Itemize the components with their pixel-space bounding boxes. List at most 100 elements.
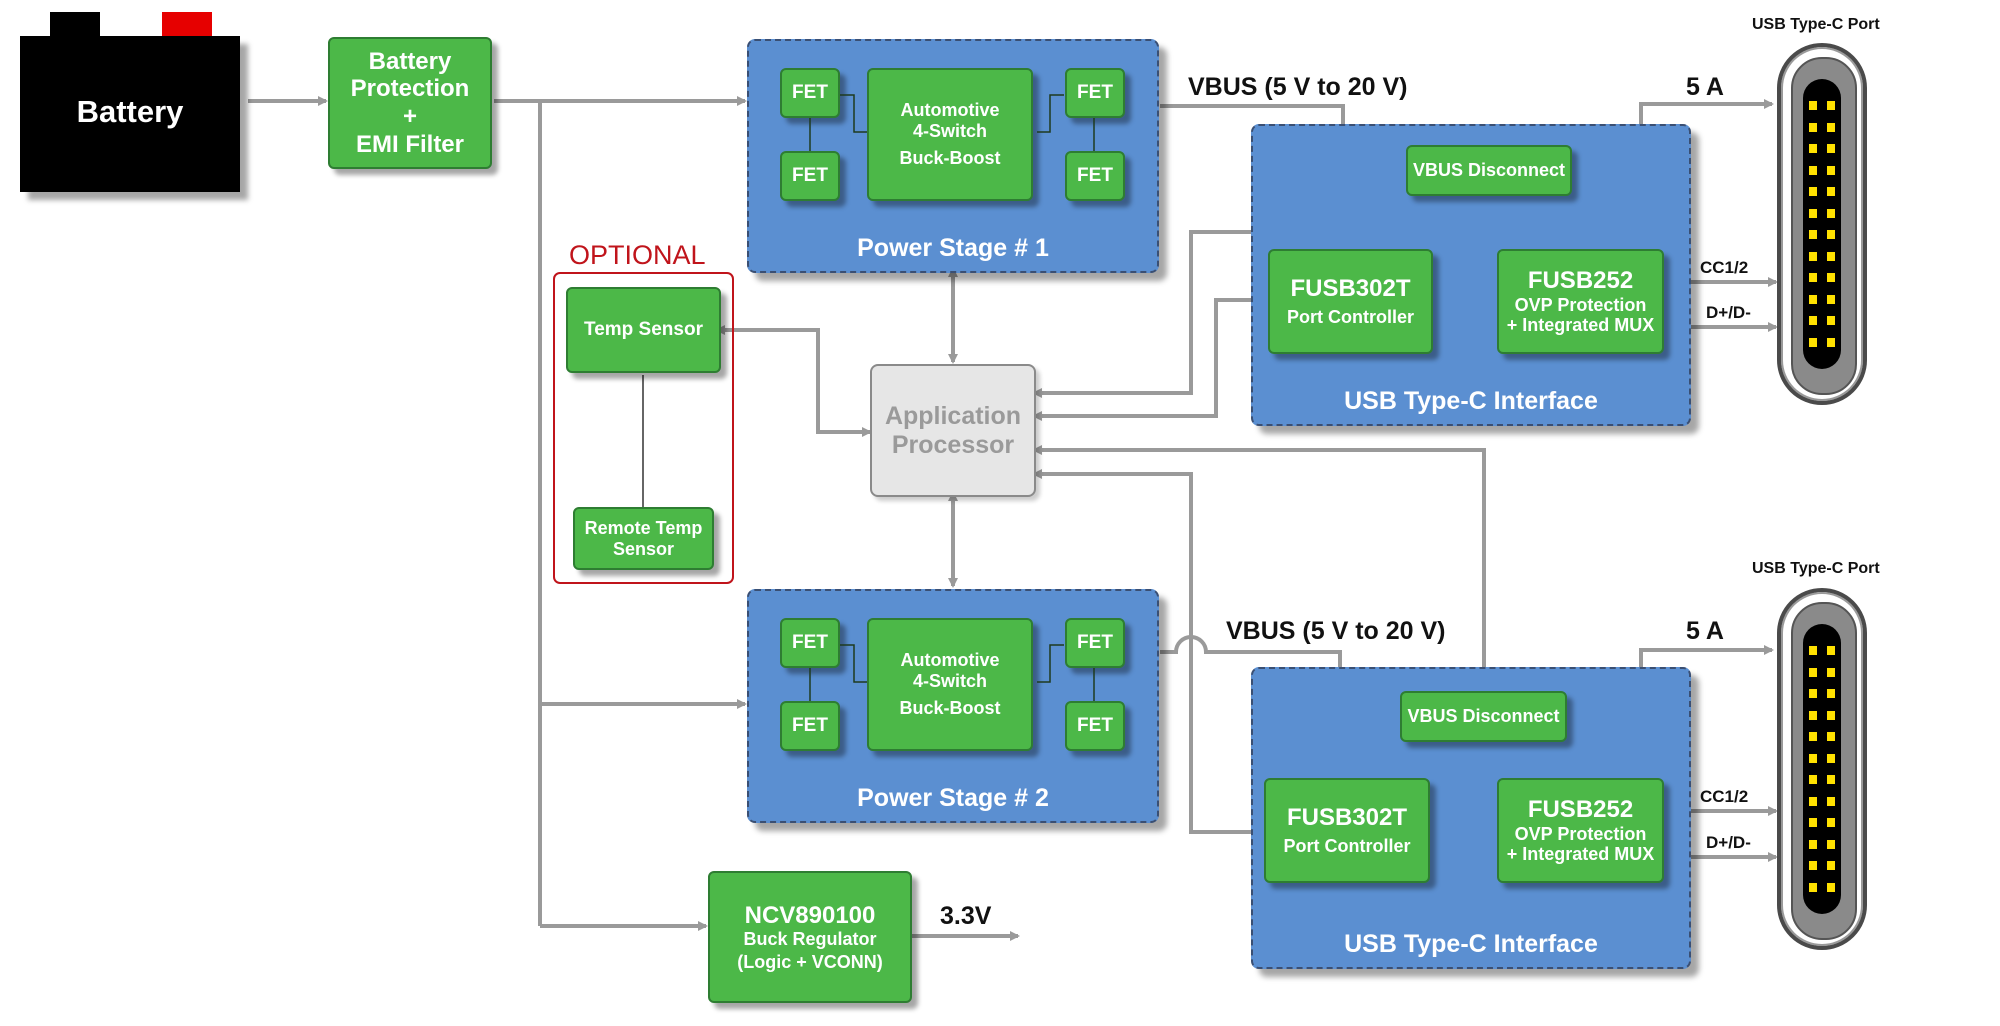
fet-label: FET [792,715,828,737]
usb-pin [1827,251,1835,261]
power-stage-1-label: Power Stage # 1 [857,234,1049,262]
ncv-sub1: Buck Regulator [743,929,877,950]
fet-label: FET [1077,632,1113,654]
usb-pin [1809,208,1817,218]
fusb302-sub: Port Controller [1283,835,1411,856]
usb-typec-port-2 [1777,588,1867,950]
usb-pin [1809,861,1817,870]
fusb252-title: FUSB252 [1527,267,1634,295]
usb-pin [1827,753,1835,763]
temp-sensor: Temp Sensor [566,287,721,373]
buck-boost-line2: 4-Switch [912,121,987,142]
usb-pin [1809,337,1817,347]
usb1-dd-label: D+/D- [1706,303,1751,322]
vbus-disconnect-label: VBUS Disconnect [1412,160,1566,181]
stage1-fet-top-left: FET [780,68,840,118]
usb-pin [1827,839,1835,849]
usb1-current-label: 5 A [1686,73,1724,101]
usb-pin [1827,689,1835,698]
usb1-port-label: USB Type-C Port [1752,16,1880,33]
power-stage-2-label: Power Stage # 2 [857,784,1049,812]
usb-pin [1827,796,1835,806]
usb-pin [1809,101,1817,110]
usb-pin [1827,230,1835,239]
usb-pin [1827,861,1835,870]
port-tongue [1803,624,1841,914]
usb-pin [1809,294,1817,304]
port-shell [1791,602,1857,940]
stage2-fet-top-left: FET [780,618,840,668]
usb-pin [1827,208,1835,218]
remote-temp-sensor: Remote Temp Sensor [573,507,714,570]
usb-pin [1809,689,1817,698]
bat-prot-line3: + [402,103,417,130]
fusb302-sub: Port Controller [1286,306,1414,327]
remote-temp-line2: Sensor [612,538,675,559]
buck-boost-line3: Buck-Boost [899,697,1001,718]
fusb252-sub1: OVP Protection [1514,823,1647,844]
usb-pin [1827,337,1835,347]
optional-frame [553,272,734,584]
vbus-disconnect-label: VBUS Disconnect [1407,706,1560,727]
battery-label: Battery [76,94,184,129]
battery-terminal-positive [162,12,212,36]
ncv-title: NCV890100 [744,901,876,929]
optional-label: OPTIONAL [569,240,706,270]
usb-pin [1809,273,1817,282]
usb-pin [1827,273,1835,282]
bat-prot-line2: Protection [350,75,470,103]
usb2-cc-label: CC1/2 [1700,787,1749,806]
usb1-fusb302t: FUSB302T Port Controller [1268,249,1433,354]
stage1-fet-bottom-right: FET [1065,151,1125,201]
usb-pin [1827,882,1835,892]
usb-pin [1809,122,1817,132]
fet-label: FET [792,82,828,104]
usb-pin [1827,101,1835,110]
usb-pin [1827,144,1835,153]
usb-pin [1827,294,1835,304]
usb2-fusb252: FUSB252 OVP Protection + Integrated MUX [1497,778,1664,883]
stage2-fet-bottom-left: FET [780,701,840,751]
battery: Battery [20,12,240,192]
usb-pin [1827,775,1835,784]
bat-prot-line1: Battery [368,47,452,75]
fusb302-title: FUSB302T [1286,804,1408,832]
usb-pin [1827,122,1835,132]
application-processor: Application Processor [870,364,1036,497]
fet-label: FET [792,632,828,654]
usb2-vbus-disconnect: VBUS Disconnect [1400,691,1567,742]
ncv890100-buck-regulator: NCV890100 Buck Regulator (Logic + VCONN) [708,871,912,1003]
port-shell [1791,57,1857,395]
usb-pin [1809,165,1817,175]
fusb302-title: FUSB302T [1290,275,1411,303]
usb1-cc-label: CC1/2 [1700,258,1749,277]
usb2-port-label: USB Type-C Port [1752,560,1880,577]
usb1-interface-label: USB Type-C Interface [1344,387,1598,415]
usb-pin [1809,144,1817,153]
usb2-vbus-label: VBUS (5 V to 20 V) [1226,617,1446,645]
usb-pin [1809,839,1817,849]
usb-pin [1827,165,1835,175]
buck-boost-line1: Automotive [900,650,1000,671]
usb-typec-port-1 [1777,43,1867,405]
wire-app-fusb302-1 [1032,295,1268,421]
stage1-buck-boost: Automotive 4-Switch Buck-Boost [867,68,1033,201]
usb2-dd-label: D+/D- [1706,833,1751,852]
usb-pin [1809,775,1817,784]
wire-app-fusb302-2 [1032,469,1264,837]
usb-pin [1809,732,1817,741]
buck-boost-line2: 4-Switch [912,671,987,692]
stage1-fet-bottom-left: FET [780,151,840,201]
fusb252-sub2: + Integrated MUX [1506,315,1655,336]
usb-pin [1809,818,1817,827]
usb-pin [1809,187,1817,196]
fet-label: FET [792,165,828,187]
bat-prot-line4: EMI Filter [355,130,464,158]
usb-pin [1827,667,1835,677]
ncv-sub2: (Logic + VCONN) [737,951,883,972]
wire-app-vbus2 [1032,445,1489,688]
usb1-vbus-disconnect: VBUS Disconnect [1406,145,1572,196]
usb-pin [1827,710,1835,720]
battery-terminal-negative [50,12,100,36]
stage2-fet-top-right: FET [1065,618,1125,668]
